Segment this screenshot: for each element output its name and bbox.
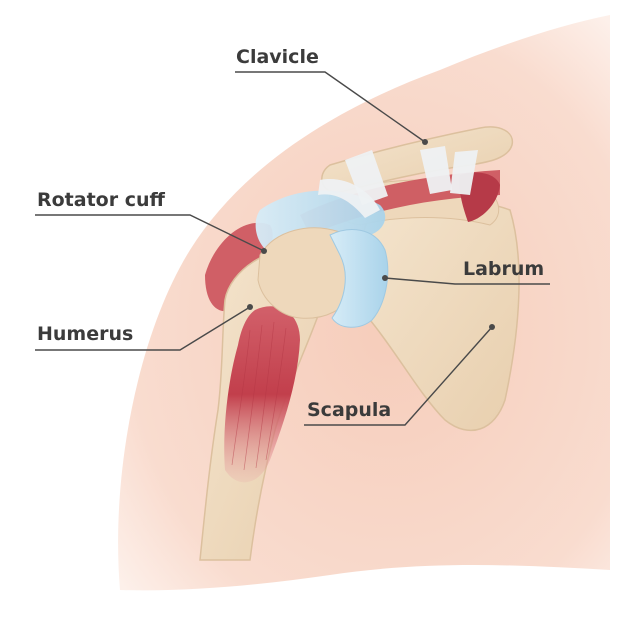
scapula-dot — [489, 324, 495, 330]
humerus-leader — [35, 306, 251, 351]
labrum-leader — [384, 277, 550, 285]
scapula-leader — [304, 326, 493, 426]
ligament-2 — [420, 146, 452, 194]
ligament-3 — [450, 150, 478, 195]
clavicle-leader — [235, 71, 426, 143]
leader-lines — [35, 71, 550, 426]
rotator-cuff-muscle — [205, 222, 273, 312]
labrum-label: Labrum — [463, 258, 545, 280]
humerus-label: Humerus — [37, 323, 134, 345]
rotator-cuff-label: Rotator cuff — [37, 189, 165, 211]
biceps-muscle — [224, 306, 300, 483]
labrum-cartilage — [329, 229, 389, 328]
labrum-dot — [382, 275, 388, 281]
rotator-cuff-leader — [35, 214, 265, 252]
ligament-1 — [345, 150, 388, 205]
humerus-dot — [247, 304, 253, 310]
clavicle-label: Clavicle — [236, 46, 319, 68]
leader-dots — [247, 139, 495, 330]
scapula-label: Scapula — [307, 399, 392, 421]
clavicle-dot — [422, 139, 428, 145]
rotator-cuff-dot — [261, 248, 267, 254]
ligament-4 — [318, 179, 380, 218]
